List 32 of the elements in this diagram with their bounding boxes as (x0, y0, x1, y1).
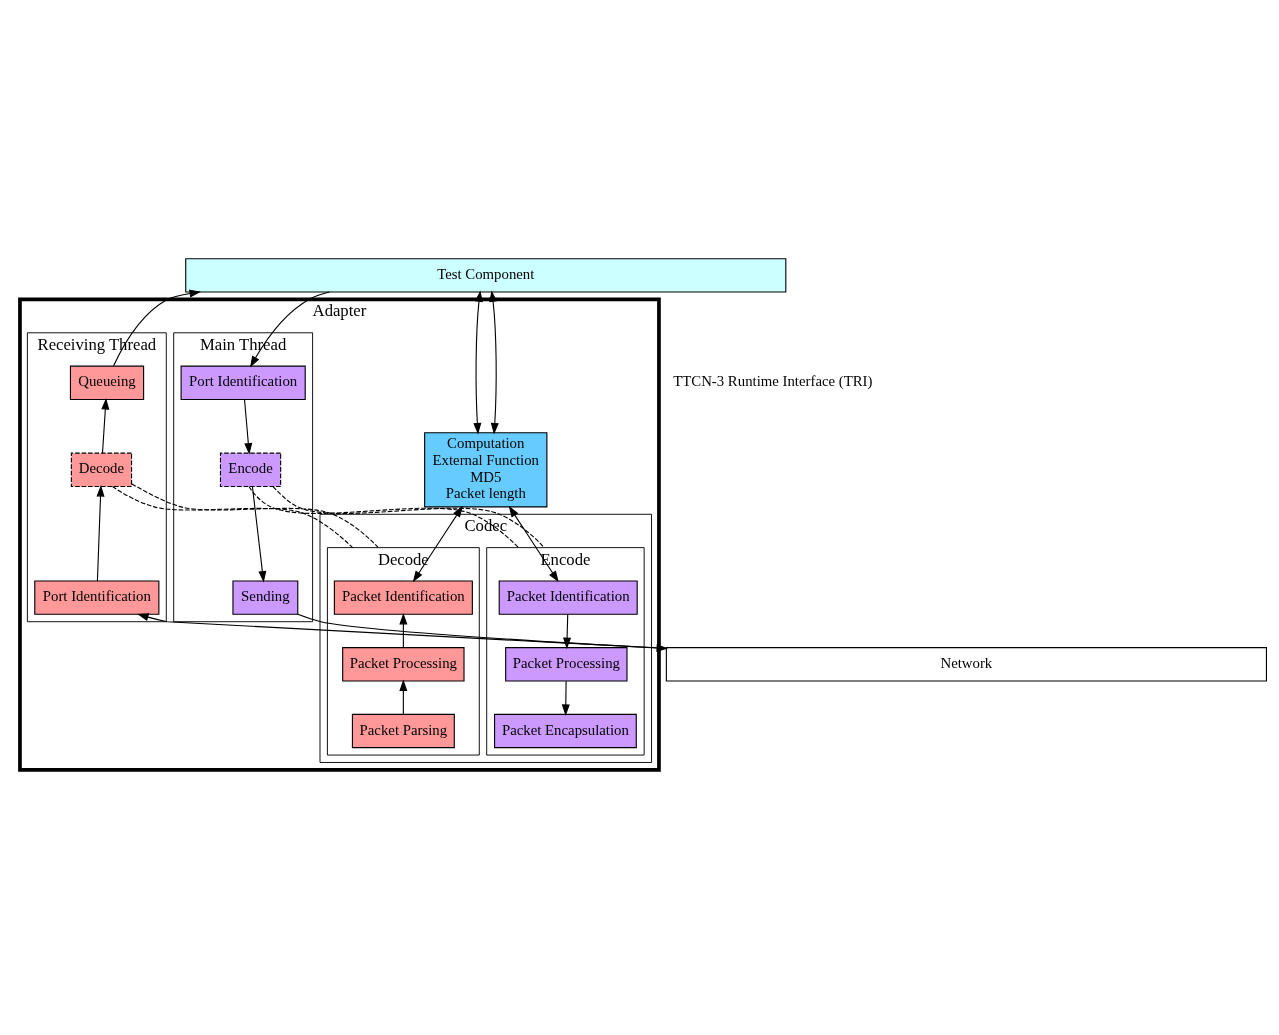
node-box: Sending (232, 579, 299, 615)
arrow (561, 680, 570, 716)
arrow (473, 289, 483, 434)
node-box: Packet Processing (342, 646, 465, 682)
node-box: Test Component (185, 257, 787, 293)
arrow (244, 398, 253, 455)
node-box: Computation External Function MD5 Packet length (424, 431, 548, 507)
node-box: Packet Identification (333, 579, 473, 615)
node-box: Packet Parsing (351, 713, 455, 748)
arrow (113, 289, 201, 366)
arrow (101, 397, 110, 453)
node-box: Queueing (69, 365, 145, 400)
node-box: Packet Processing (505, 646, 628, 682)
arrow (251, 485, 267, 583)
arrow (489, 289, 499, 434)
arrow (399, 679, 408, 715)
connector (131, 482, 379, 548)
label: TTCN-3 Runtime Interface (TRI) (673, 372, 873, 389)
arrow (508, 505, 559, 582)
node-box: Packet Identification (498, 579, 638, 615)
node-box: Port Identification (34, 579, 160, 615)
arrow (96, 484, 105, 581)
node-box: Network (665, 646, 1267, 682)
connector (111, 485, 354, 548)
arrow (399, 612, 408, 648)
node-box: Decode (70, 452, 133, 487)
node-box: Encode (219, 452, 282, 487)
connector (248, 485, 520, 548)
arrow (412, 505, 463, 582)
connector (272, 485, 545, 548)
node-box: Port Identification (180, 365, 306, 400)
node-box: Packet Encapsulation (494, 713, 637, 748)
